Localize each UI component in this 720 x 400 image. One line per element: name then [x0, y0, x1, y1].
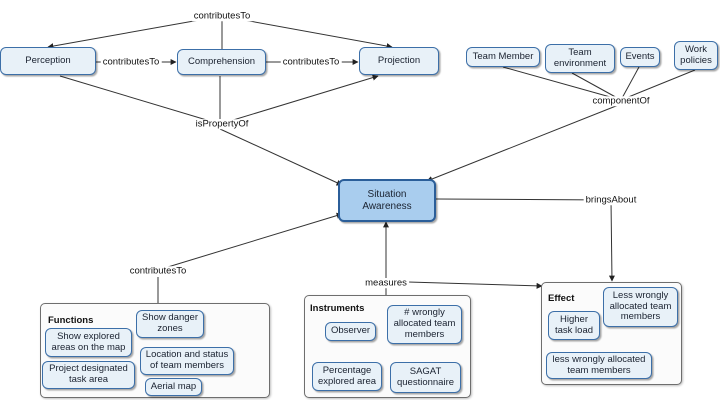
concept-team-environment-label: Team environment	[553, 46, 607, 69]
link-label-component-of: componentOf	[590, 95, 652, 107]
concept-work-policies-label: Work policies	[680, 43, 712, 66]
concept-team-member-label: Team Member	[472, 50, 534, 62]
instrument-percentage-explored: Percentage explored area	[312, 362, 382, 391]
effect-less-wrongly-allocated-1: Less wrongly allocated team members	[603, 287, 678, 327]
link-label-contributes-to-pc: contributesTo	[100, 56, 162, 68]
instrument-observer-label: Observer	[330, 325, 371, 337]
effect-less-wrongly-allocated-2-label: less wrongly allocated team members	[552, 353, 646, 376]
function-show-danger-zones: Show danger zones	[136, 310, 204, 338]
function-show-danger-zones-label: Show danger zones	[142, 312, 198, 334]
function-project-task-area: Project designated task area	[42, 361, 135, 389]
concept-work-policies: Work policies	[674, 41, 718, 70]
link-label-contributes-to-functions: contributesTo	[127, 265, 189, 277]
instrument-sagat-label: SAGAT questionnaire	[396, 365, 455, 388]
link-label-is-property-of: isPropertyOf	[193, 118, 251, 130]
effect-higher-task-load-label: Higher task load	[554, 313, 594, 336]
edge-team-env-to-component-hub	[571, 72, 622, 101]
edge-hub-to-sa	[157, 212, 343, 271]
function-location-status: Location and status of team members	[140, 347, 234, 375]
link-label-brings-about: bringsAbout	[583, 194, 639, 206]
instrument-observer: Observer	[325, 322, 376, 341]
group-functions-title: Functions	[48, 315, 94, 326]
instrument-percentage-explored-label: Percentage explored area	[317, 364, 377, 387]
edge-property-hub-to-sa	[219, 128, 343, 186]
instrument-wrongly-allocated: # wrongly allocated team members	[387, 305, 462, 344]
group-instruments-title: Instruments	[310, 303, 365, 314]
edge-work-policies-to-component-hub	[620, 69, 696, 101]
concept-projection: Projection	[359, 47, 439, 75]
concept-events: Events	[620, 47, 660, 67]
effect-less-wrongly-allocated-2: less wrongly allocated team members	[546, 352, 652, 379]
concept-perception-label: Perception	[25, 54, 71, 66]
edge-perception-to-hub-top	[47, 15, 223, 50]
edge-property-hub-to-projection	[219, 74, 379, 125]
function-show-explored-areas-label: Show explored areas on the map	[51, 330, 126, 353]
concept-comprehension: Comprehension	[177, 49, 266, 75]
instrument-sagat: SAGAT questionnaire	[390, 362, 461, 393]
concept-team-environment: Team environment	[545, 44, 615, 73]
concept-events-label: Events	[625, 50, 655, 62]
function-aerial-map: Aerial map	[145, 378, 202, 396]
function-show-explored-areas: Show explored areas on the map	[45, 328, 132, 357]
edge-measures-hub-to-effect	[407, 281, 543, 289]
edge-perception-to-property-hub	[59, 75, 221, 125]
concept-comprehension-label: Comprehension	[187, 55, 256, 67]
edge-events-to-component-hub	[620, 66, 640, 101]
edge-hub-top-to-projection	[221, 15, 393, 49]
effect-higher-task-load: Higher task load	[548, 311, 600, 340]
concept-perception: Perception	[0, 47, 96, 75]
edge-sa-to-effect	[435, 198, 615, 282]
link-label-contributes-to-top: contributesTo	[191, 10, 253, 22]
concept-team-member: Team Member	[466, 47, 540, 67]
function-aerial-map-label: Aerial map	[150, 380, 197, 392]
effect-less-wrongly-allocated-1-label: Less wrongly allocated team members	[609, 289, 672, 323]
function-location-status-label: Location and status of team members	[145, 349, 229, 371]
link-label-measures: measures	[363, 277, 409, 289]
concept-situation-awareness: Situation Awareness	[338, 179, 436, 222]
edge-component-hub-to-sa	[426, 103, 622, 182]
concept-projection-label: Projection	[377, 54, 421, 66]
concept-situation-awareness-label: Situation Awareness	[362, 189, 412, 212]
group-effect-title: Effect	[548, 293, 575, 304]
edge-team-member-to-component-hub	[502, 66, 622, 101]
link-label-contributes-to-cp: contributesTo	[280, 56, 342, 68]
function-project-task-area-label: Project designated task area	[49, 363, 128, 385]
instrument-wrongly-allocated-label: # wrongly allocated team members	[393, 307, 456, 340]
